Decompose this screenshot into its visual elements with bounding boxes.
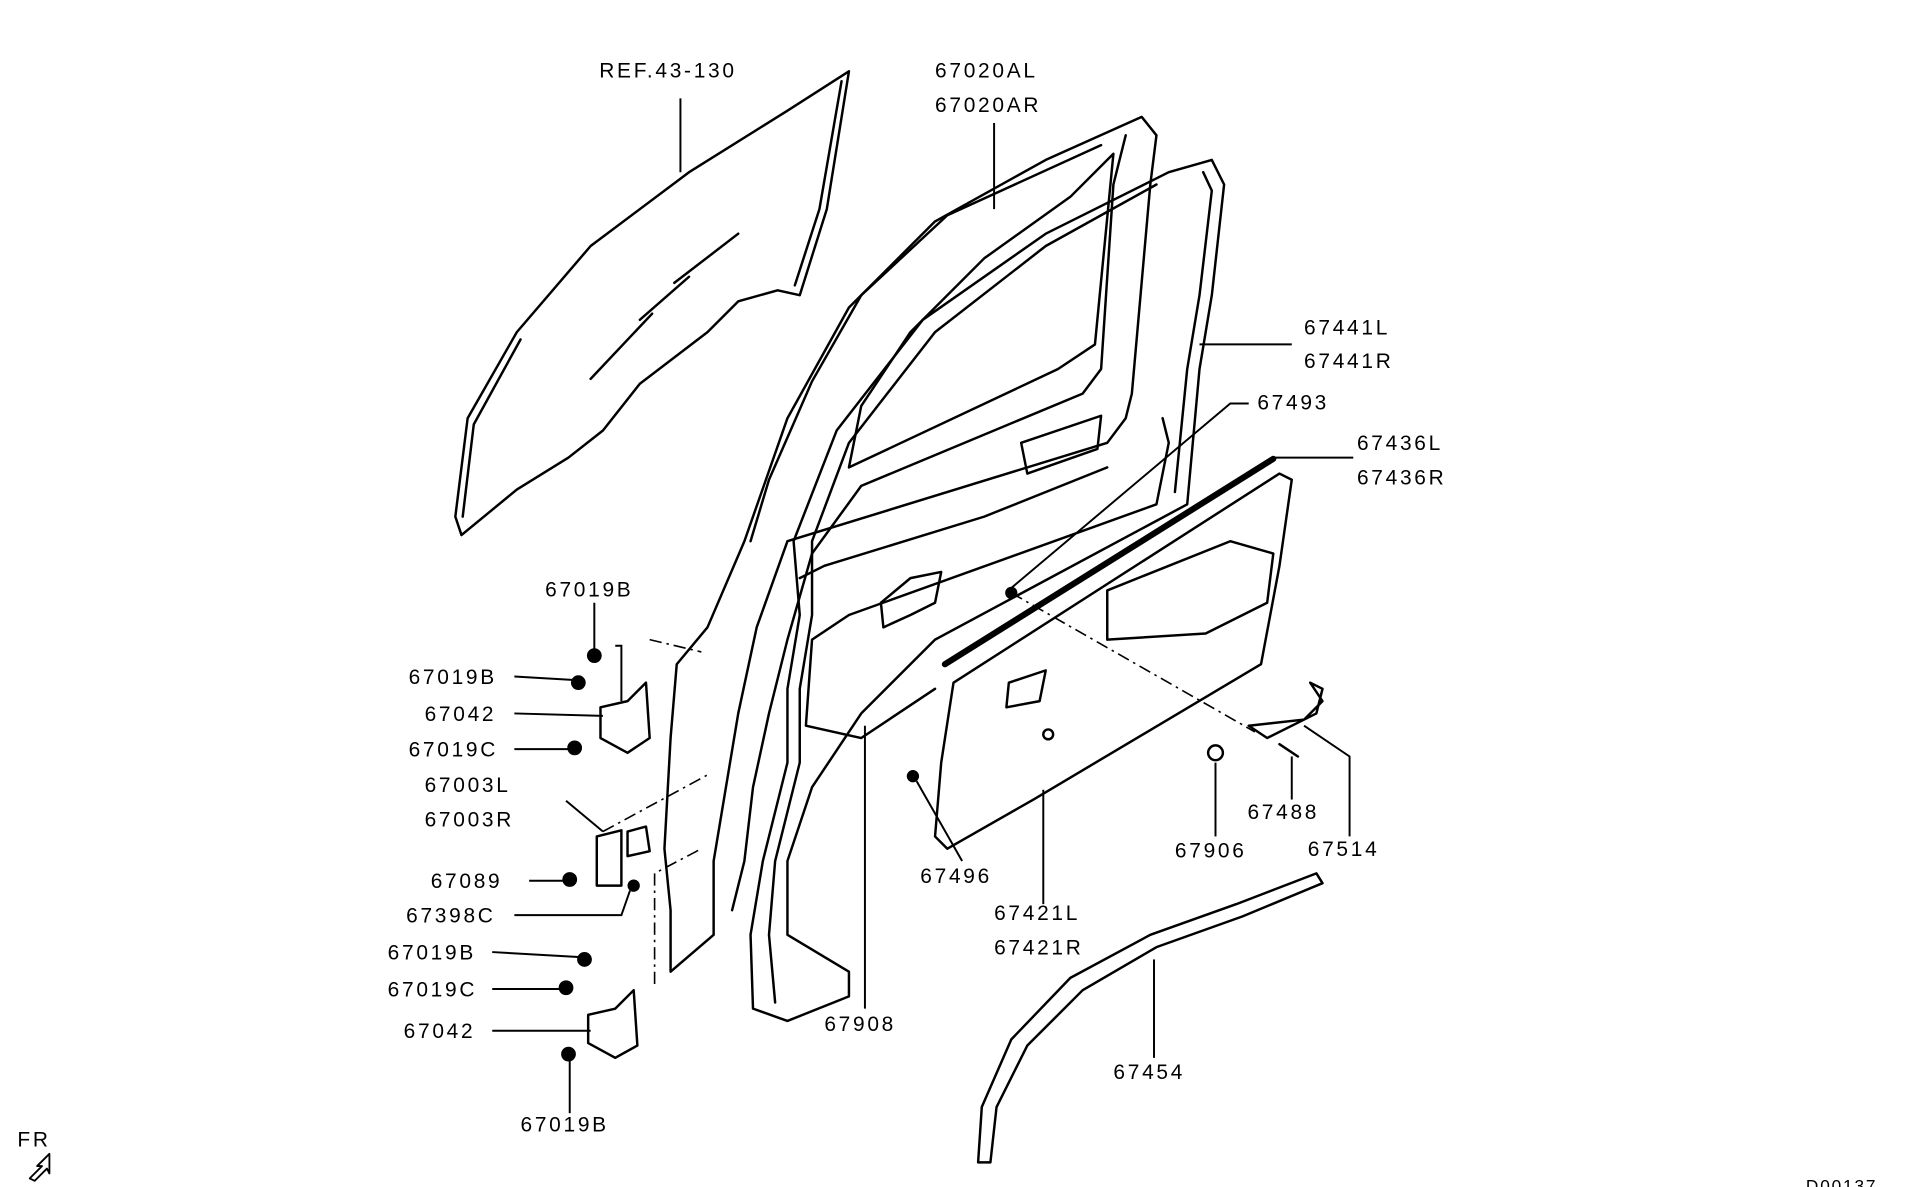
front-arrow-icon <box>28 1152 51 1182</box>
label-67488: 67488 <box>1247 801 1319 824</box>
label-67514: 67514 <box>1308 838 1380 861</box>
label-67398c: 67398C <box>406 905 495 928</box>
label-67019c-lower: 67019C <box>388 978 477 1001</box>
label-67493: 67493 <box>1257 392 1329 415</box>
label-67436l: 67436L <box>1357 432 1443 455</box>
label-67908: 67908 <box>824 1013 896 1036</box>
label-67003l: 67003L <box>425 774 511 797</box>
lower-seal <box>976 872 1324 1164</box>
door-panel <box>663 115 1170 973</box>
label-67906: 67906 <box>1175 839 1247 862</box>
label-67019b-upper: 67019B <box>409 666 497 689</box>
label-67019b-lower: 67019B <box>388 941 476 964</box>
label-67003r: 67003R <box>425 809 514 832</box>
lower-hinge <box>558 952 639 1062</box>
label-ref-43-130: REF.43-130 <box>599 59 736 82</box>
door-glass <box>454 70 851 537</box>
label-67042-upper: 67042 <box>425 703 497 726</box>
label-67454: 67454 <box>1113 1061 1185 1084</box>
small-parts <box>906 586 1324 783</box>
label-67019b-bottom: 67019B <box>521 1114 609 1137</box>
label-67089: 67089 <box>431 870 503 893</box>
upper-hinge <box>567 648 651 756</box>
label-67042-lower: 67042 <box>404 1020 476 1043</box>
label-67421r: 67421R <box>994 937 1083 960</box>
label-67421l: 67421L <box>994 902 1080 925</box>
label-67020ar: 67020AR <box>935 94 1041 117</box>
label-67441r: 67441R <box>1304 350 1393 373</box>
label-67020al: 67020AL <box>935 59 1038 82</box>
label-67019b-top: 67019B <box>545 579 633 602</box>
label-67441l: 67441L <box>1304 317 1390 340</box>
leader-lines <box>492 98 1354 1114</box>
front-direction-label: FR <box>17 1128 50 1151</box>
diagram-id: D00137 <box>1806 1176 1877 1187</box>
weatherstrip <box>749 158 1226 1023</box>
label-67496: 67496 <box>920 865 992 888</box>
label-67436r: 67436R <box>1357 467 1446 490</box>
belt-molding <box>941 455 1277 668</box>
door-check <box>562 825 651 892</box>
door-trim <box>933 472 1293 850</box>
label-67019c-upper: 67019C <box>409 738 498 761</box>
